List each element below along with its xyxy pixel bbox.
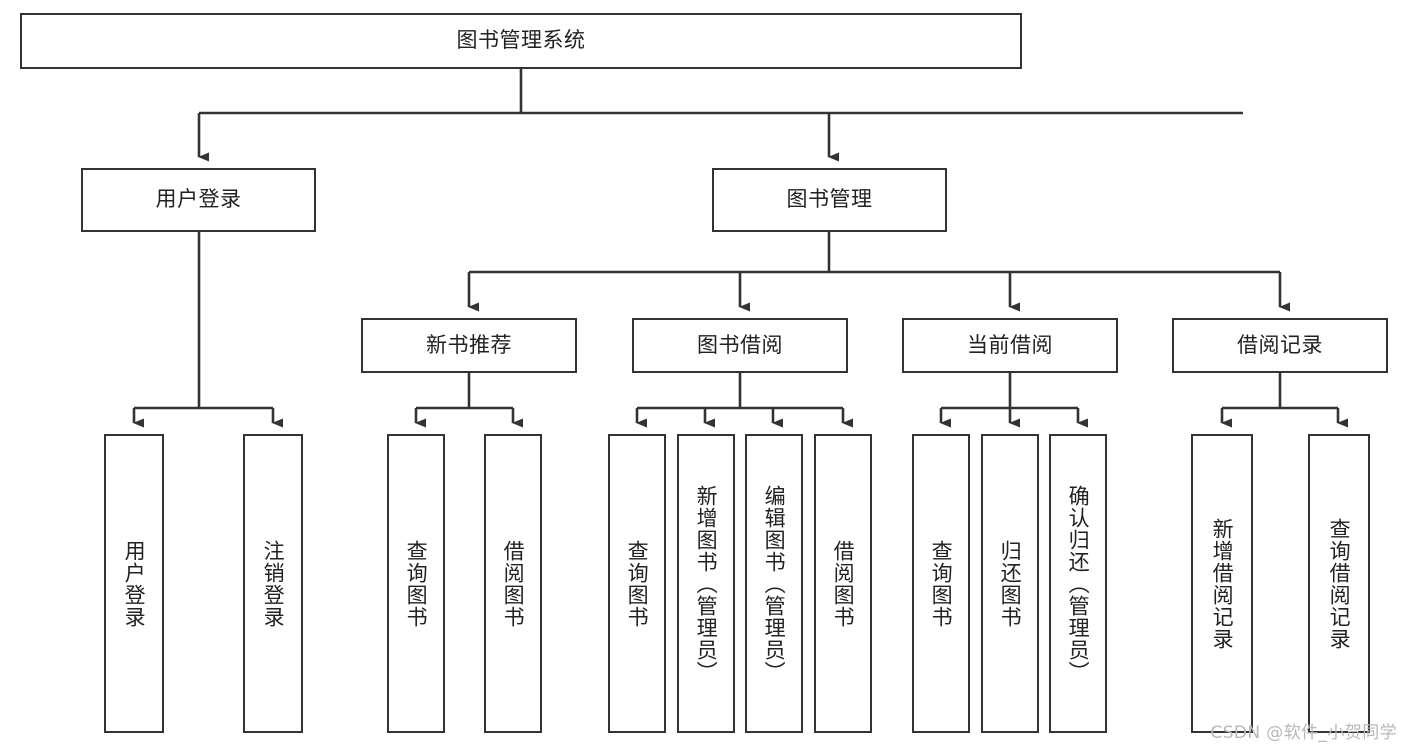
node-leaf-add-book-label: 新增图书（管理员） [694, 484, 719, 683]
node-leaf-return-book[interactable]: 归还图书 [981, 434, 1039, 733]
node-current-borrow-label: 当前借阅 [967, 332, 1053, 357]
node-leaf-confirm-return-label: 确认归还（管理员） [1066, 484, 1091, 683]
node-leaf-user-login-label: 用户登录 [122, 539, 147, 628]
node-leaf-borrow-book-a[interactable]: 借阅图书 [484, 434, 542, 733]
node-leaf-add-book[interactable]: 新增图书（管理员） [677, 434, 735, 733]
node-user-login[interactable]: 用户登录 [81, 168, 316, 232]
node-borrow-record-label: 借阅记录 [1237, 332, 1323, 357]
node-leaf-user-login[interactable]: 用户登录 [104, 434, 164, 733]
node-leaf-logout-label: 注销登录 [261, 539, 286, 628]
node-book-borrow-label: 图书借阅 [697, 332, 783, 357]
node-leaf-query-book-c-label: 查询图书 [929, 539, 954, 628]
node-new-book-recommend[interactable]: 新书推荐 [361, 318, 577, 373]
node-leaf-edit-book[interactable]: 编辑图书（管理员） [745, 434, 803, 733]
node-root[interactable]: 图书管理系统 [20, 13, 1022, 69]
node-leaf-query-record[interactable]: 查询借阅记录 [1308, 434, 1370, 733]
node-user-login-label: 用户登录 [155, 187, 242, 212]
node-borrow-record[interactable]: 借阅记录 [1172, 318, 1388, 373]
node-root-label: 图书管理系统 [456, 28, 586, 53]
node-leaf-query-book-b[interactable]: 查询图书 [608, 434, 666, 733]
node-leaf-confirm-return[interactable]: 确认归还（管理员） [1049, 434, 1107, 733]
node-current-borrow[interactable]: 当前借阅 [902, 318, 1118, 373]
node-leaf-query-book-a[interactable]: 查询图书 [387, 434, 445, 733]
node-new-book-recommend-label: 新书推荐 [426, 332, 512, 357]
csdn-watermark: CSDN @软件_小贺同学 [1210, 723, 1397, 743]
node-leaf-borrow-book-a-label: 借阅图书 [501, 539, 526, 628]
node-leaf-return-book-label: 归还图书 [998, 539, 1023, 628]
node-leaf-add-record[interactable]: 新增借阅记录 [1191, 434, 1253, 733]
node-leaf-query-book-b-label: 查询图书 [625, 539, 650, 628]
node-leaf-borrow-book-b[interactable]: 借阅图书 [814, 434, 872, 733]
node-leaf-edit-book-label: 编辑图书（管理员） [762, 484, 787, 683]
node-book-manage-label: 图书管理 [786, 187, 873, 212]
node-book-borrow[interactable]: 图书借阅 [632, 318, 848, 373]
node-leaf-add-record-label: 新增借阅记录 [1210, 517, 1235, 650]
node-leaf-logout[interactable]: 注销登录 [243, 434, 303, 733]
node-leaf-query-book-a-label: 查询图书 [404, 539, 429, 628]
node-leaf-query-record-label: 查询借阅记录 [1327, 517, 1352, 650]
node-book-manage[interactable]: 图书管理 [712, 168, 947, 232]
node-leaf-borrow-book-b-label: 借阅图书 [831, 539, 856, 628]
node-leaf-query-book-c[interactable]: 查询图书 [912, 434, 970, 733]
